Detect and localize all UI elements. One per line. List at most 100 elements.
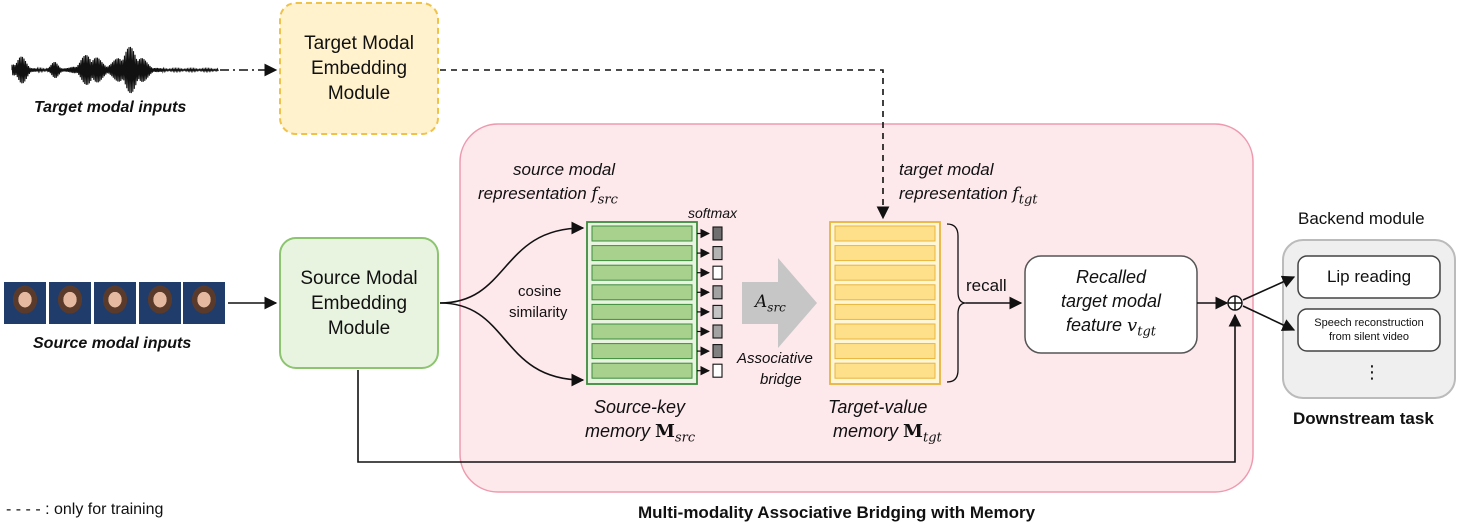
- softmax-cell: [712, 226, 723, 241]
- associative-bridge-arrow: [742, 258, 817, 348]
- backend-title: Backend module: [1298, 209, 1425, 228]
- softmax-cell: [712, 324, 723, 339]
- softmax-cell: [712, 246, 723, 261]
- tgt-rep-sub: tgt: [1018, 192, 1038, 208]
- target-memory-line1: Target-value: [828, 397, 928, 417]
- src-rep-line1: source modal: [513, 160, 616, 179]
- target-memory-text: memory: [833, 421, 899, 441]
- cosine-line2: similarity: [509, 304, 568, 321]
- source-memory-line1: Source-key: [594, 397, 686, 417]
- softmax-cell: [712, 304, 723, 319]
- source-memory-slot: [591, 303, 693, 320]
- cosine-line1: cosine: [518, 283, 562, 300]
- recalled-feature-box: [1024, 255, 1198, 354]
- lip-reading-box: [1297, 255, 1441, 299]
- target-memory-slot: [834, 343, 936, 360]
- src-rep-sub: src: [597, 192, 618, 208]
- lip-reading-task: Lip reading: [1326, 267, 1412, 286]
- source-key-memory: [586, 221, 698, 385]
- target-embedding-line1: Target Modal: [304, 33, 414, 54]
- legend: - - - - : only for training: [6, 501, 163, 519]
- arrows: [220, 63, 1296, 463]
- target-memory-slot: [834, 303, 936, 320]
- softmax-cell: [712, 265, 723, 280]
- legend-dashes: - - - -: [6, 501, 41, 518]
- target-embedding-module-box: [279, 2, 439, 135]
- recalled-feature: Recalled target modal feature vtgt: [1025, 256, 1197, 353]
- sum-node: [1227, 295, 1243, 311]
- recall-label: recall: [966, 276, 1007, 295]
- source-memory-text: memory: [585, 421, 651, 441]
- more-tasks-ellipsis: ⋮: [1363, 362, 1381, 382]
- source-memory-sub: src: [674, 430, 696, 446]
- source-memory-slot: [591, 225, 693, 242]
- speech-reconstruction-task: Speech reconstruction from silent video: [1298, 309, 1440, 351]
- source-memory-slot: [591, 343, 693, 360]
- target-inputs-label: Target modal inputs: [34, 99, 187, 116]
- recalled-line2: target modal: [1060, 290, 1162, 311]
- source-memory-symbol: M: [655, 421, 675, 442]
- assoc-symbol-letter: A: [755, 292, 768, 312]
- target-memory-slot: [834, 245, 936, 262]
- target-memory-symbol: M: [903, 421, 923, 442]
- target-memory-slot: [834, 264, 936, 281]
- target-embedding-module: Target Modal Embedding Module: [280, 3, 438, 134]
- source-embedding-line2: Embedding: [310, 292, 408, 314]
- recalled-sub: tgt: [1137, 324, 1156, 340]
- source-embedding-line3: Module: [327, 317, 391, 339]
- tgt-rep-text: representation: [899, 184, 1008, 203]
- source-embedding-line1: Source Modal: [300, 267, 418, 289]
- audio-waveform-icon: [11, 46, 219, 94]
- face-frame-icon: [49, 282, 91, 324]
- recalled-line1: Recalled: [1075, 266, 1147, 287]
- downstream-label: Downstream task: [1293, 409, 1434, 428]
- tgt-rep-line1: target modal: [899, 160, 994, 179]
- target-memory-slot: [834, 225, 936, 242]
- tgt-rep-line2: representation ftgt: [899, 184, 1038, 207]
- assoc-bridge-line1: Associative: [737, 350, 813, 367]
- face-frame-icon: [4, 282, 46, 324]
- assoc-symbol-sub: src: [767, 300, 786, 315]
- target-memory-slot: [834, 362, 936, 379]
- source-inputs-label: Source modal inputs: [33, 335, 192, 352]
- bridge-title: Multi-modality Associative Bridging with…: [638, 503, 1036, 522]
- softmax-cell: [712, 344, 723, 359]
- src-rep-line2: representation fsrc: [478, 184, 618, 207]
- speech-line2: from silent video: [1328, 331, 1410, 343]
- source-memory-slot: [591, 362, 693, 379]
- waveform-path: [11, 46, 219, 94]
- target-memory-line2: memory Mtgt: [833, 421, 942, 446]
- assoc-symbol: Asrc: [755, 292, 786, 314]
- speech-reconstruction-box: [1297, 308, 1441, 352]
- src-rep-symbol: f: [591, 184, 598, 204]
- source-memory-slot: [591, 323, 693, 340]
- softmax-label: softmax: [688, 205, 738, 221]
- speech-line1: Speech reconstruction: [1314, 317, 1424, 329]
- target-memory-sub: tgt: [922, 430, 942, 446]
- recalled-symbol: v: [1127, 314, 1138, 336]
- softmax-cell: [712, 363, 723, 378]
- face-frame-icon: [139, 282, 181, 324]
- source-memory-slot: [591, 264, 693, 281]
- legend-text: : only for training: [45, 501, 164, 518]
- source-embedding-module: Source Modal Embedding Module: [280, 238, 438, 368]
- recalled-line3-text: feature: [1065, 314, 1123, 335]
- source-memory-line2: memory Msrc: [585, 421, 695, 446]
- face-frame-icon: [94, 282, 136, 324]
- softmax-cell: [712, 285, 723, 300]
- face-frame-icon: [183, 282, 225, 324]
- source-embedding-module-box: [279, 237, 439, 369]
- assoc-bridge-line2: bridge: [760, 371, 802, 388]
- target-embedding-line3: Module: [327, 83, 391, 104]
- target-value-memory: [829, 221, 941, 385]
- src-rep-text: representation: [478, 184, 587, 203]
- tgt-rep-symbol: f: [1012, 184, 1019, 204]
- target-memory-slot: [834, 323, 936, 340]
- target-memory-slot: [834, 284, 936, 301]
- softmax-column: [697, 226, 723, 378]
- source-memory-slot: [591, 245, 693, 262]
- recalled-line3: feature vtgt: [1066, 313, 1156, 345]
- source-memory-slot: [591, 284, 693, 301]
- target-embedding-line2: Embedding: [310, 58, 408, 79]
